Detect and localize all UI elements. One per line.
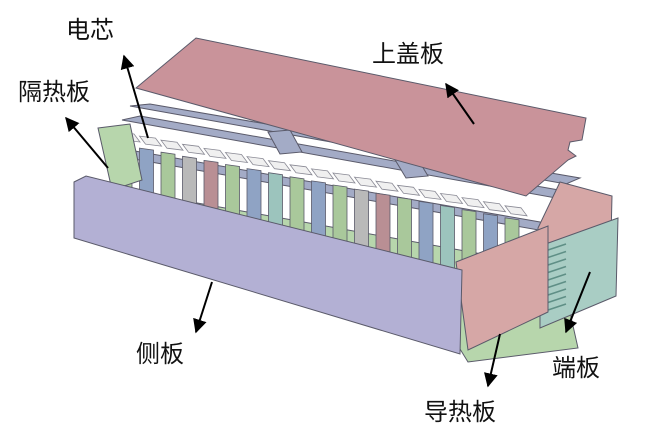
cell-top	[418, 188, 442, 200]
label-end-plate: 端板	[552, 354, 600, 382]
cell-top	[138, 135, 163, 147]
cell-top	[504, 205, 528, 217]
arrow-cell	[120, 54, 149, 139]
arrow-end-plate	[564, 271, 591, 334]
label-side-plate: 侧板	[136, 340, 184, 368]
cell	[397, 196, 412, 262]
cell-top	[289, 164, 313, 176]
cell-top	[353, 176, 378, 188]
cell-top	[224, 151, 249, 164]
arrow-thermal-board	[484, 333, 501, 388]
cell-top	[396, 184, 421, 196]
cell-top	[375, 180, 399, 192]
cell-top	[246, 156, 270, 168]
cell	[440, 205, 455, 271]
cell-top	[203, 147, 227, 159]
insulation-board	[97, 123, 143, 191]
side-plate	[73, 175, 463, 355]
label-thermal-board: 导热板	[424, 398, 496, 426]
thermal-board-front	[455, 225, 549, 351]
label-cell: 电芯	[66, 16, 114, 44]
cell-top	[181, 143, 206, 155]
callout-arrows	[65, 54, 591, 388]
cell-top	[461, 197, 485, 209]
cell-top	[482, 201, 507, 213]
label-insulation-board: 隔热板	[18, 78, 90, 106]
cell	[418, 200, 434, 266]
arrow-side-plate	[193, 281, 213, 334]
cell-top	[267, 160, 292, 172]
arrow-insulation-board	[65, 116, 109, 169]
top-cover	[134, 37, 587, 197]
arrow-top-cover	[445, 82, 475, 125]
cell-top	[439, 192, 464, 205]
cell	[375, 192, 391, 258]
cell-top	[310, 168, 335, 180]
end-plate	[537, 181, 619, 329]
label-top-cover: 上盖板	[372, 40, 444, 68]
cell-top	[332, 172, 356, 184]
cell-top	[160, 139, 184, 151]
